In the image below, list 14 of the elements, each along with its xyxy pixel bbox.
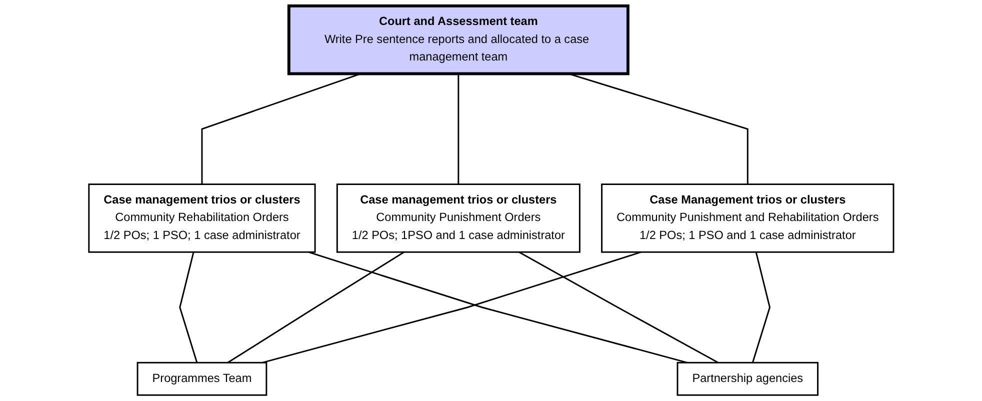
connector bbox=[178, 252, 198, 363]
connector bbox=[308, 251, 688, 364]
node-box: Court and Assessment team Write Pre sentence reports and allocated to a case management team bbox=[287, 4, 630, 76]
connector bbox=[457, 74, 459, 184]
connector bbox=[518, 251, 718, 364]
node-box: Programmes Team bbox=[136, 362, 267, 396]
node-box: Partnership agencies bbox=[676, 362, 818, 396]
connector bbox=[752, 252, 770, 363]
connector bbox=[227, 251, 404, 364]
connector bbox=[201, 73, 361, 184]
node-box: Case management trios or clusters Community Rehabilitation Orders 1/2 POs; 1 PSO; 1 case administrator bbox=[88, 184, 316, 253]
node-box: Case management trios or clusters Community Punishment Orders 1/2 POs; 1PSO and 1 case administrator bbox=[336, 184, 580, 253]
connector bbox=[262, 251, 642, 364]
node-box: Case Management trios or clusters Community Punishment and Rehabilitation Orders 1/2 POs; 1 PSO and 1 case administrator bbox=[600, 184, 894, 253]
